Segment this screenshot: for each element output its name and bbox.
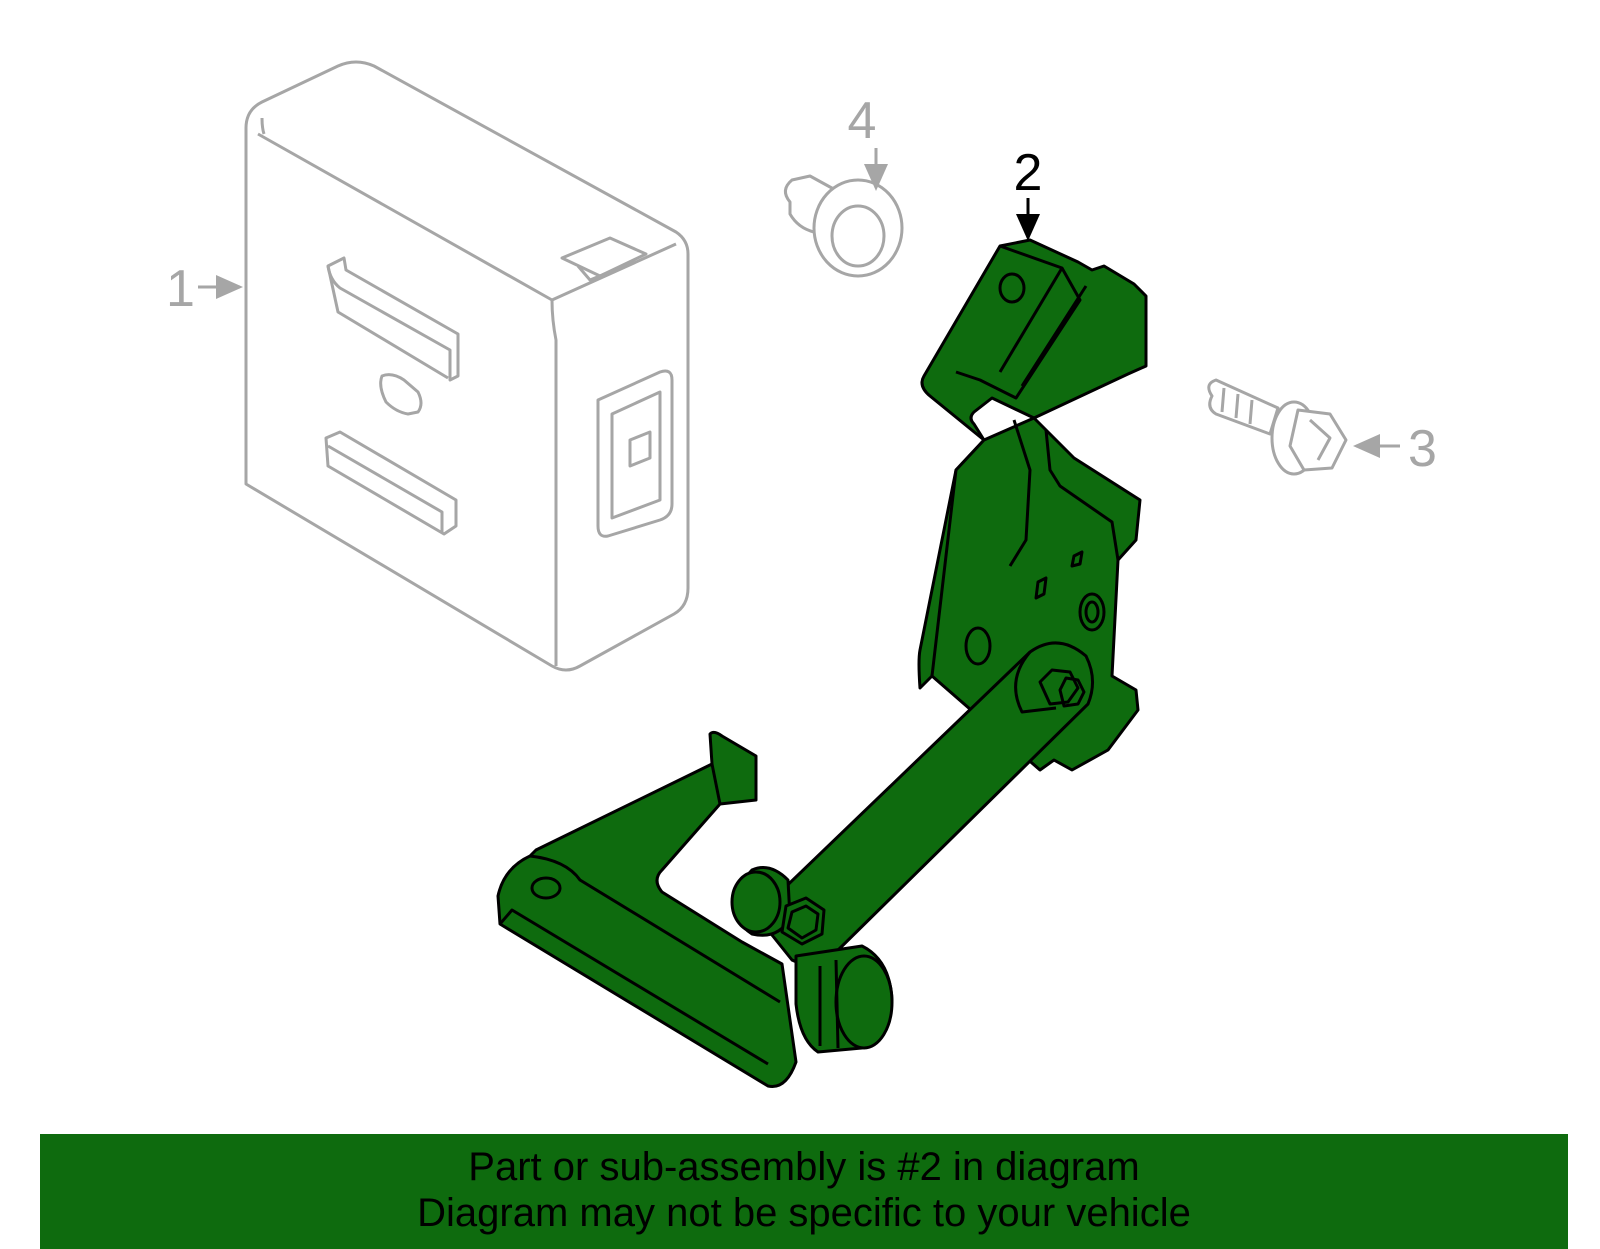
- clip-part[interactable]: [784, 174, 904, 278]
- callout-3: 3: [1353, 420, 1437, 478]
- callout-4-label: 4: [848, 92, 877, 150]
- footer-line-2: Diagram may not be specific to your vehi…: [417, 1191, 1191, 1235]
- callout-2-label: 2: [1014, 144, 1043, 202]
- footer-banner: Part or sub-assembly is #2 in diagram Di…: [40, 1134, 1568, 1249]
- bolt-part[interactable]: [1207, 378, 1348, 476]
- callout-3-label: 3: [1408, 420, 1437, 478]
- control-module-part[interactable]: [244, 60, 690, 672]
- callout-4: 4: [848, 92, 888, 191]
- level-sensor-part[interactable]: [496, 238, 1148, 1088]
- callout-1-label: 1: [166, 260, 195, 318]
- callout-1: 1: [166, 260, 243, 318]
- footer-line-1: Part or sub-assembly is #2 in diagram: [468, 1145, 1140, 1189]
- callout-2: 2: [1014, 144, 1043, 241]
